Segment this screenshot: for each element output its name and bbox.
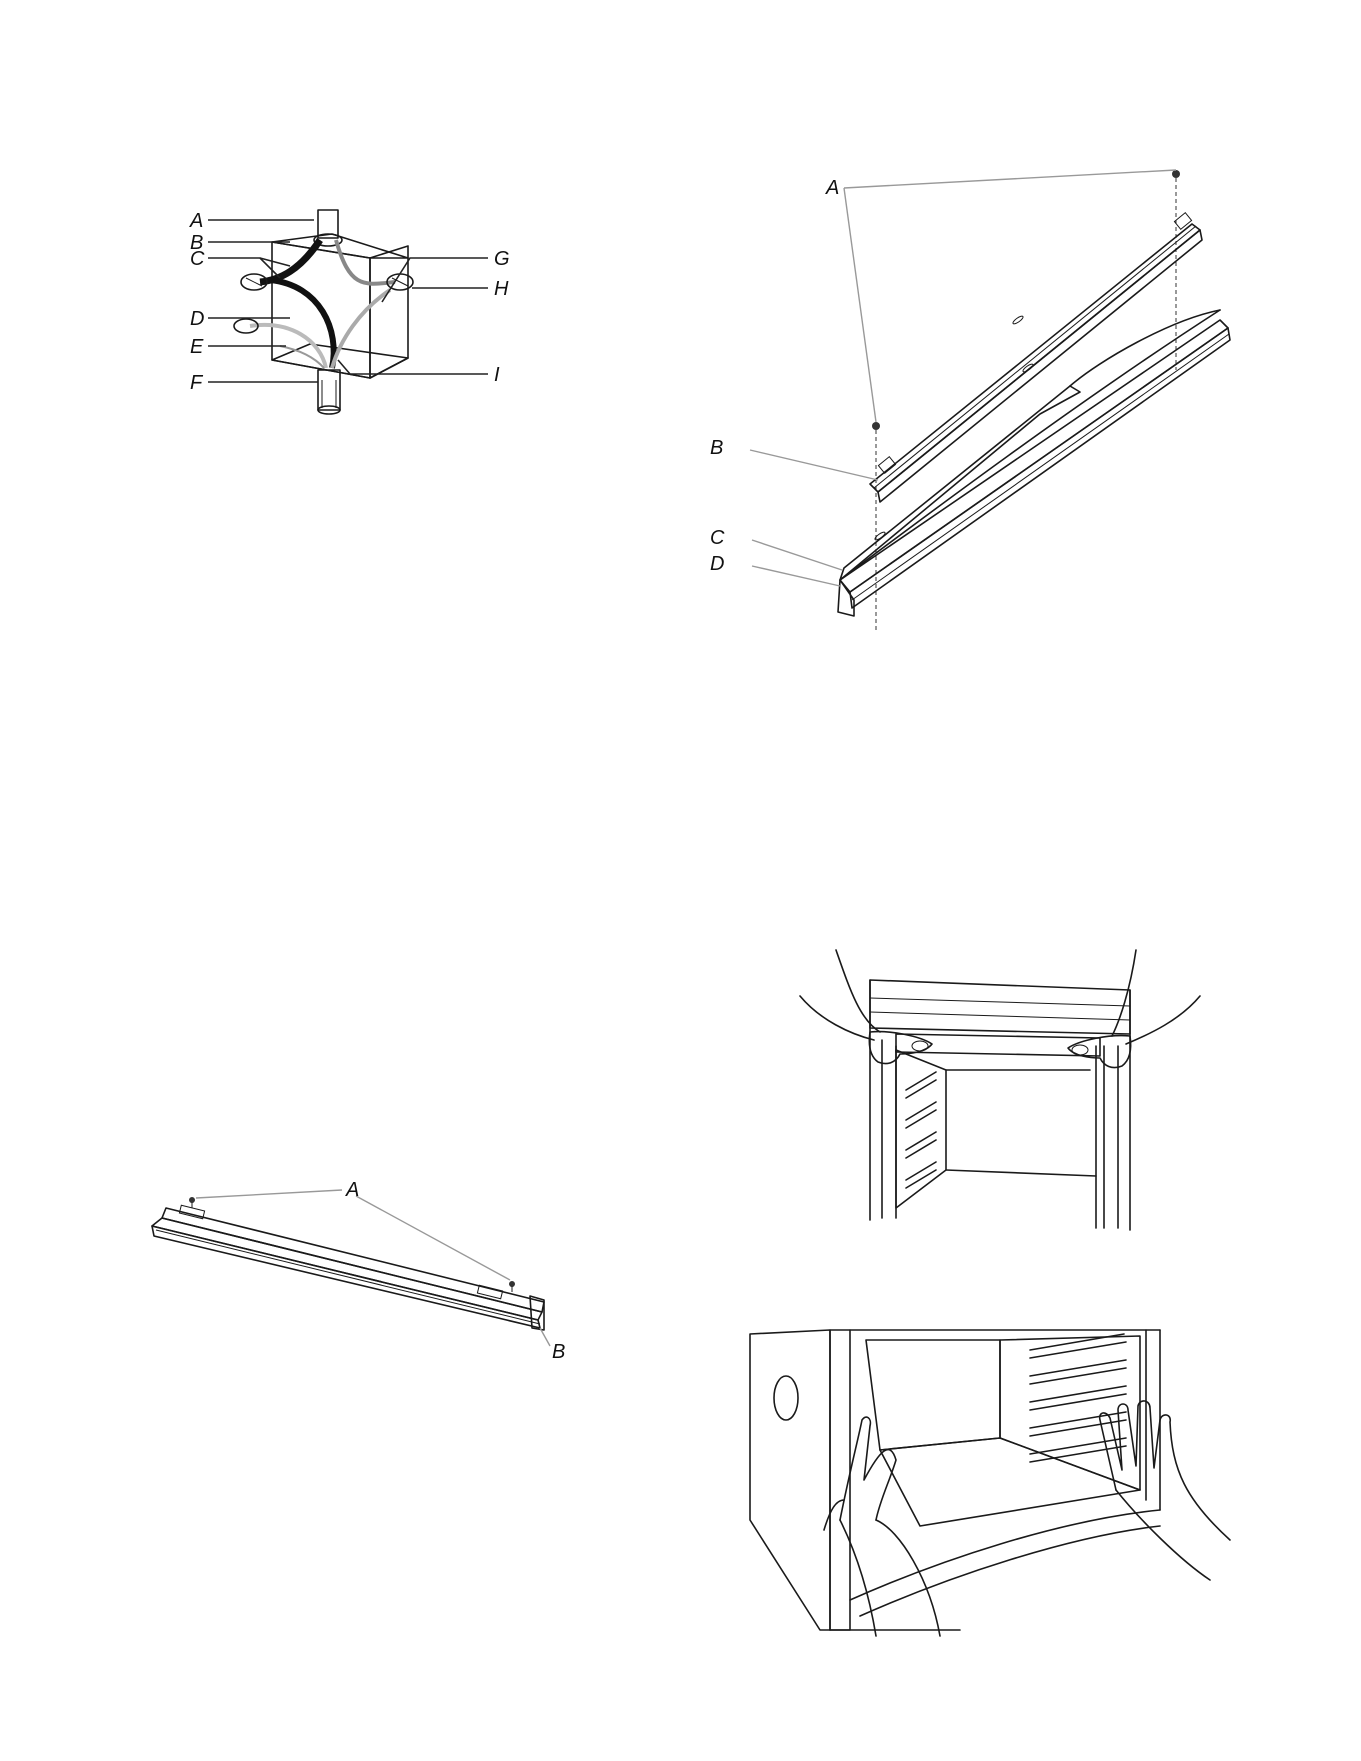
label-b: B: [552, 1341, 565, 1363]
screw-top-right: [1172, 170, 1180, 178]
label-c: C: [710, 527, 725, 549]
hands-trim-figure: [800, 950, 1200, 1240]
rack-slots: [1030, 1334, 1126, 1462]
leader-lines: [208, 220, 488, 382]
trim-bar-figure: A B: [150, 1180, 570, 1360]
trim-bar: [152, 1205, 544, 1330]
panel-slots: [874, 315, 1034, 541]
label-i: I: [494, 364, 500, 386]
label-h: H: [494, 278, 509, 300]
label-f: F: [190, 372, 204, 394]
label-a: A: [825, 177, 839, 199]
upper-trim-bar: [870, 213, 1202, 502]
leader-lines: [196, 1190, 550, 1346]
right-hand: [1068, 950, 1200, 1068]
trim-piece: [896, 1034, 1100, 1056]
label-d: D: [710, 553, 724, 575]
leader-lines: [750, 170, 1176, 586]
label-e: E: [190, 336, 204, 358]
label-g: G: [494, 248, 510, 270]
label-a: A: [189, 210, 203, 232]
trim-exploded-figure: A B C D: [780, 160, 1240, 680]
label-b: B: [710, 437, 723, 459]
label-a: A: [345, 1179, 359, 1201]
conduit-bottom: [318, 370, 340, 414]
oven-body: [750, 1330, 1160, 1630]
screw-left: [872, 422, 880, 430]
hands-oven-figure: [740, 1330, 1230, 1640]
label-c: C: [190, 248, 205, 270]
screw-left: [189, 1197, 195, 1208]
label-d: D: [190, 308, 204, 330]
rack-slots: [906, 1072, 936, 1188]
oven-frame: [870, 980, 1130, 1230]
left-hand: [800, 950, 932, 1064]
right-hand: [1100, 1401, 1230, 1580]
junction-box-figure: A B C D E G H I F: [190, 210, 520, 450]
screw-right: [509, 1281, 515, 1292]
